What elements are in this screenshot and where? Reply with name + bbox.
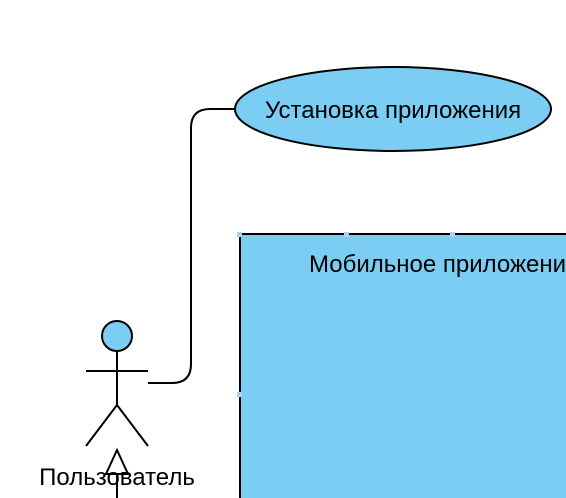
actor-left-leg bbox=[85, 404, 118, 447]
generalization-arrow[interactable] bbox=[104, 447, 130, 498]
system-boundary[interactable]: Мобильное приложение bbox=[237, 232, 566, 498]
association-line[interactable] bbox=[148, 108, 235, 384]
selection-handles bbox=[237, 232, 455, 397]
actor-right-leg bbox=[116, 404, 149, 447]
actor-user[interactable] bbox=[85, 320, 149, 447]
system-boundary-label: Мобильное приложение bbox=[309, 251, 566, 278]
system-boundary-rect[interactable] bbox=[239, 233, 566, 498]
actor-head bbox=[101, 320, 133, 352]
use-case-install-app[interactable]: Установка приложения bbox=[234, 66, 552, 152]
use-case-label: Установка приложения bbox=[265, 97, 521, 124]
actor-label: Пользователь bbox=[39, 464, 195, 491]
use-case-ellipse[interactable] bbox=[234, 66, 552, 152]
